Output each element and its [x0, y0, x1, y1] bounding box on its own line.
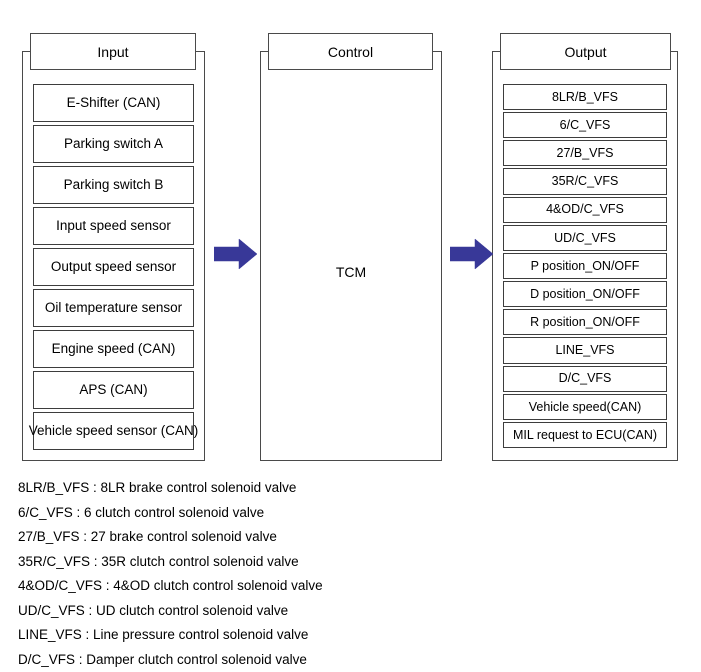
list-item: Parking switch B [33, 166, 194, 204]
output-column: 8LR/B_VFS 6/C_VFS 27/B_VFS 35R/C_VFS 4&O… [492, 51, 678, 461]
list-item: Engine speed (CAN) [33, 330, 194, 368]
legend-line: 4&OD/C_VFS : 4&OD clutch control solenoi… [18, 574, 678, 599]
right-arrow-icon [450, 238, 494, 270]
tcm-label: TCM [261, 264, 441, 280]
legend-line: LINE_VFS : Line pressure control solenoi… [18, 623, 678, 648]
list-item: 4&OD/C_VFS [503, 197, 667, 223]
list-item: E-Shifter (CAN) [33, 84, 194, 122]
list-item: Vehicle speed(CAN) [503, 394, 667, 420]
list-item: 27/B_VFS [503, 140, 667, 166]
legend: 8LR/B_VFS : 8LR brake control solenoid v… [18, 476, 678, 672]
list-item: 35R/C_VFS [503, 168, 667, 194]
right-arrow-icon [214, 238, 258, 270]
list-item: Input speed sensor [33, 207, 194, 245]
control-column: TCM [260, 51, 442, 461]
list-item: D/C_VFS [503, 366, 667, 392]
tcm-block-diagram: E-Shifter (CAN) Parking switch A Parking… [0, 0, 701, 470]
legend-line: 8LR/B_VFS : 8LR brake control solenoid v… [18, 476, 678, 501]
output-item-list: 8LR/B_VFS 6/C_VFS 27/B_VFS 35R/C_VFS 4&O… [503, 84, 667, 450]
list-item: Output speed sensor [33, 248, 194, 286]
legend-line: UD/C_VFS : UD clutch control solenoid va… [18, 599, 678, 624]
legend-line: 6/C_VFS : 6 clutch control solenoid valv… [18, 501, 678, 526]
legend-line: 27/B_VFS : 27 brake control solenoid val… [18, 525, 678, 550]
list-item: Parking switch A [33, 125, 194, 163]
list-item: 6/C_VFS [503, 112, 667, 138]
input-column: E-Shifter (CAN) Parking switch A Parking… [22, 51, 205, 461]
legend-line: 35R/C_VFS : 35R clutch control solenoid … [18, 550, 678, 575]
list-item: APS (CAN) [33, 371, 194, 409]
list-item: UD/C_VFS [503, 225, 667, 251]
list-item: 8LR/B_VFS [503, 84, 667, 110]
input-column-header: Input [30, 33, 196, 70]
input-item-list: E-Shifter (CAN) Parking switch A Parking… [33, 84, 194, 450]
output-column-header: Output [500, 33, 671, 70]
list-item: Vehicle speed sensor (CAN) [33, 412, 194, 450]
list-item: D position_ON/OFF [503, 281, 667, 307]
list-item: MIL request to ECU(CAN) [503, 422, 667, 448]
list-item: Oil temperature sensor [33, 289, 194, 327]
legend-line: D/C_VFS : Damper clutch control solenoid… [18, 648, 678, 672]
control-column-header: Control [268, 33, 433, 70]
list-item: LINE_VFS [503, 337, 667, 363]
list-item: P position_ON/OFF [503, 253, 667, 279]
list-item: R position_ON/OFF [503, 309, 667, 335]
